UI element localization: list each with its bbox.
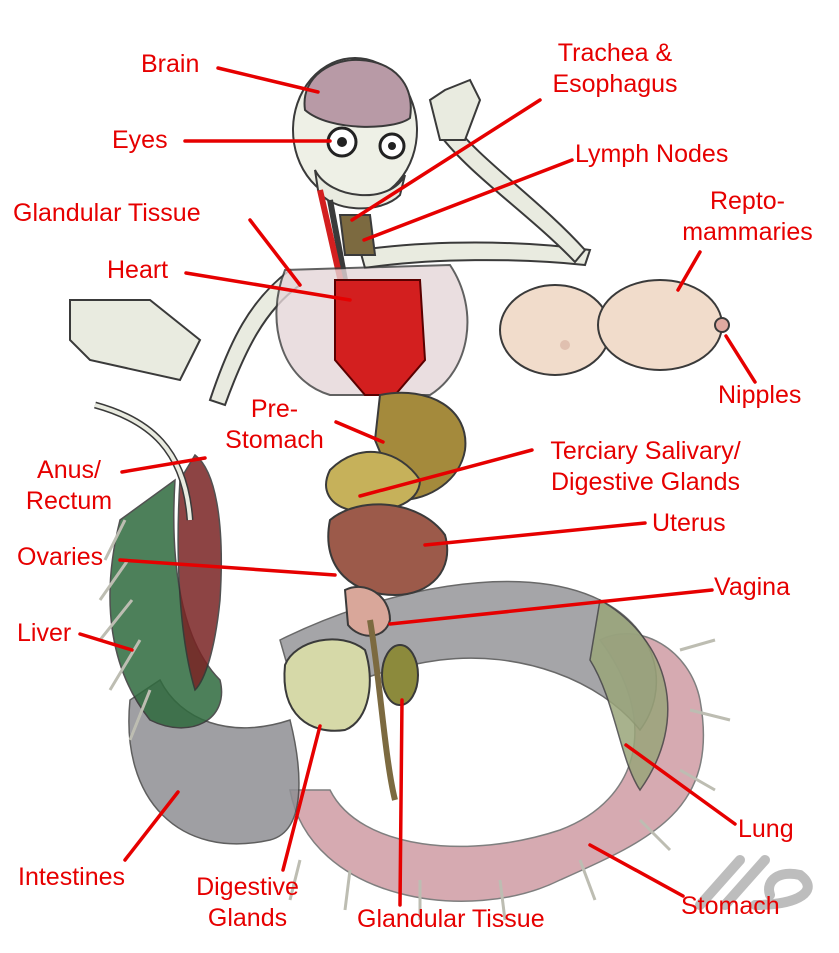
uterus-organ xyxy=(327,503,449,597)
label-anus-line1: Anus/ xyxy=(37,456,101,484)
leader-trachea xyxy=(350,98,542,222)
lung-organ xyxy=(589,598,669,792)
label-prestomach-line2: Stomach xyxy=(225,426,324,454)
label-brain: Brain xyxy=(141,50,200,78)
label-trachea-line2: Esophagus xyxy=(552,70,678,98)
stomach-organ xyxy=(289,633,705,902)
leader-prestomach xyxy=(334,420,385,444)
leader-intestines xyxy=(123,790,180,862)
label-prestomach: Pre- Stomach xyxy=(212,394,337,456)
brain-organ xyxy=(303,58,412,128)
leader-stomach xyxy=(588,843,685,898)
eye-left-pupil xyxy=(337,137,347,147)
right-hand xyxy=(428,78,482,141)
right-arm-raised xyxy=(358,241,592,270)
tail-ribs-left xyxy=(98,519,731,921)
label-digestive-glands: Digestive Glands xyxy=(180,872,315,934)
leader-vagina xyxy=(388,588,714,626)
glandular-tissue-lower-organ xyxy=(381,644,419,706)
right-forearm xyxy=(438,118,587,264)
label-digestive-line1: Digestive xyxy=(196,873,299,901)
leader-lung xyxy=(624,743,737,826)
leader-terciary xyxy=(358,448,534,498)
terciary-glands-organ xyxy=(325,451,422,513)
mammary-left xyxy=(499,284,611,376)
label-glandular-tissue-lower: Glandular Tissue xyxy=(357,905,545,933)
label-trachea-line1: Trachea & xyxy=(557,39,673,67)
label-eyes: Eyes xyxy=(112,126,168,154)
leader-nipples xyxy=(724,334,757,384)
label-terciary-glands: Terciary Salivary/ Digestive Glands xyxy=(528,436,763,498)
spine-neck xyxy=(327,199,348,281)
leader-glandular-lower xyxy=(398,698,404,907)
leader-reptomammaries xyxy=(676,250,702,292)
label-repto-line2: mammaries xyxy=(682,218,813,246)
reptomammaries xyxy=(499,279,730,376)
mammary-right xyxy=(597,279,723,371)
label-prestomach-line1: Pre- xyxy=(250,395,299,423)
label-digestive-line2: Glands xyxy=(207,904,288,932)
label-anus-line2: Rectum xyxy=(25,487,113,515)
label-trachea-esophagus: Trachea & Esophagus xyxy=(540,38,690,100)
label-uterus: Uterus xyxy=(652,509,726,537)
leader-ovaries xyxy=(118,558,337,577)
watermark-logo xyxy=(695,855,813,910)
vagina-organ xyxy=(343,585,392,637)
label-vagina: Vagina xyxy=(714,573,790,601)
gut-tube xyxy=(367,619,398,801)
label-glandular-tissue-upper: Glandular Tissue xyxy=(13,199,201,227)
leader-lymph xyxy=(362,158,574,242)
digestive-glands-organ xyxy=(283,638,371,732)
leader-heart xyxy=(184,271,352,302)
leader-lines xyxy=(78,66,757,907)
leader-brain xyxy=(216,66,320,94)
label-nipples: Nipples xyxy=(718,381,802,409)
leader-anus xyxy=(120,456,207,474)
label-ovaries: Ovaries xyxy=(17,543,104,571)
label-heart: Heart xyxy=(107,256,169,284)
leader-liver xyxy=(78,632,134,652)
label-stomach: Stomach xyxy=(681,892,780,920)
label-terciary-line1: Terciary Salivary/ xyxy=(550,437,741,465)
label-terciary-line2: Digestive Glands xyxy=(551,468,740,496)
label-reptomammaries: Repto- mammaries xyxy=(680,186,815,248)
lymph-nodes-organ xyxy=(338,214,377,256)
label-anus-rectum: Anus/ Rectum xyxy=(14,455,124,517)
eye-right-pupil xyxy=(388,142,396,150)
label-liver: Liver xyxy=(17,619,72,647)
tail-spine-inner xyxy=(94,403,192,521)
leader-uterus xyxy=(423,521,647,547)
nipple-left xyxy=(560,340,570,350)
label-lymph-nodes: Lymph Nodes xyxy=(575,140,729,168)
nipple-right xyxy=(714,317,730,333)
leader-glandular-upper xyxy=(248,218,302,287)
skeleton xyxy=(69,57,592,407)
label-repto-line1: Repto- xyxy=(709,187,786,215)
left-hand xyxy=(69,299,202,382)
label-intestines: Intestines xyxy=(18,863,126,891)
leader-digestive-glands xyxy=(281,724,322,872)
label-lung: Lung xyxy=(738,815,794,843)
